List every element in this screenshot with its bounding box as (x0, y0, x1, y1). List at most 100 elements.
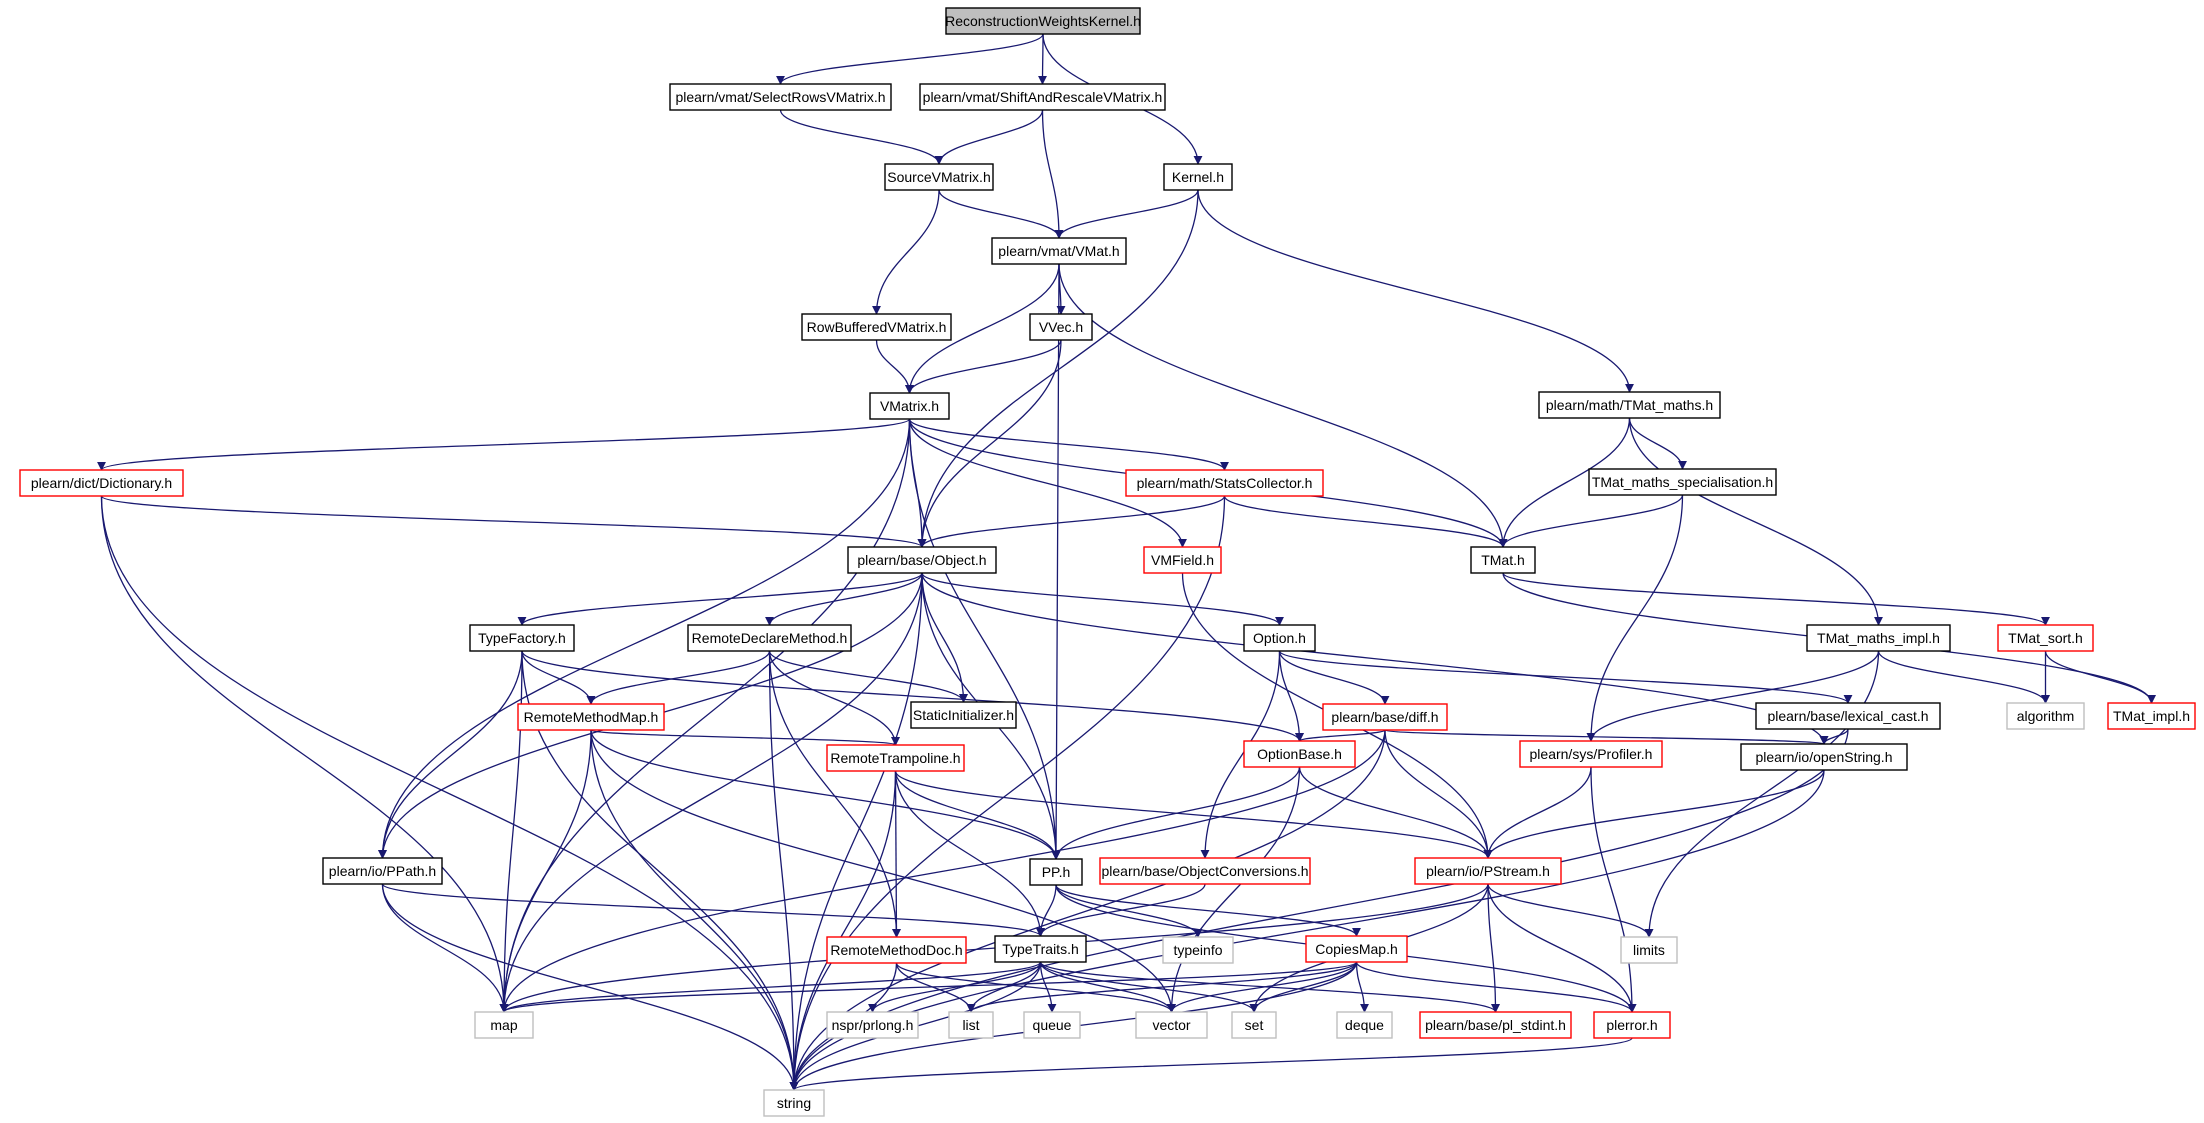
edge-typetraits-to-map (499, 961, 1042, 1013)
node-remotemethodmap-h[interactable]: RemoteMethodMap.h (517, 703, 665, 731)
node-box (919, 83, 1166, 111)
node-box (669, 83, 892, 111)
node-label: VVec.h (1039, 319, 1083, 335)
edge-trampoline-to-pstream (894, 770, 1493, 859)
node-box (1135, 1011, 1208, 1039)
edge-trampoline-to-methoddoc (891, 770, 901, 938)
node-label: deque (1345, 1017, 1384, 1033)
node-plearn-io-pstream-h[interactable]: plearn/io/PStream.h (1414, 857, 1562, 885)
node-plearn-base-pl-stdint-h[interactable]: plearn/base/pl_stdint.h (1419, 1011, 1572, 1039)
node-box (1143, 546, 1222, 574)
edge-object-to-typefactory (517, 572, 923, 626)
edge-vmath-to-vmatrix (905, 263, 1060, 394)
node-plearn-vmat-shiftandrescalevmatrix-h[interactable]: plearn/vmat/ShiftAndRescaleVMatrix.h (919, 83, 1166, 111)
edge-rowbuf-to-vmatrix (875, 339, 914, 394)
node-plearn-math-statscollector-h[interactable]: plearn/math/StatsCollector.h (1125, 469, 1324, 497)
node-kernel-h[interactable]: Kernel.h (1163, 163, 1233, 191)
node-label: queue (1033, 1017, 1072, 1033)
node-list: list (948, 1011, 994, 1039)
edge-vmatrix-to-vmfield (908, 418, 1187, 548)
edge-tmatmaths-to-tmatimpl (1628, 417, 1883, 626)
node-remotedeclaremethod-h[interactable]: RemoteDeclareMethod.h (687, 624, 852, 652)
edge-plerror-to-string (789, 1037, 1633, 1091)
node-remotetrampoline-h[interactable]: RemoteTrampoline.h (826, 744, 965, 772)
node-vmatrix-h[interactable]: VMatrix.h (869, 392, 950, 420)
node-plearn-vmat-selectrowsvmatrix-h[interactable]: plearn/vmat/SelectRowsVMatrix.h (669, 83, 892, 111)
node-box (1336, 1011, 1393, 1039)
node-tmat-impl-h[interactable]: TMat_impl.h (2107, 702, 2196, 730)
node-plearn-base-object-h[interactable]: plearn/base/Object.h (847, 546, 997, 574)
node-rowbufferedvmatrix-h[interactable]: RowBufferedVMatrix.h (801, 313, 952, 341)
node-plearn-base-lexical-cast-h[interactable]: plearn/base/lexical_cast.h (1755, 702, 1941, 730)
edge-remotemethodmap-to-trampoline (590, 729, 900, 746)
node-plearn-sys-profiler-h[interactable]: plearn/sys/Profiler.h (1519, 740, 1663, 768)
edge-diff-to-map (499, 729, 1386, 1013)
node-label: nspr/prlong.h (832, 1017, 914, 1033)
node-label: plearn/vmat/VMat.h (998, 243, 1119, 259)
edge-typetraits-to-vector (1039, 961, 1176, 1013)
node-label: TypeFactory.h (478, 630, 566, 646)
node-box (1740, 743, 1908, 771)
node-tmat-h[interactable]: TMat.h (1470, 546, 1536, 574)
node-nspr-prlong-h: nspr/prlong.h (826, 1011, 919, 1039)
edge-vmatrix-to-pp (908, 418, 1061, 860)
edge-dictionary-to-object (100, 495, 927, 548)
node-map: map (474, 1011, 534, 1039)
edge-tmatmaths-to-tmatspec (1628, 417, 1687, 470)
edge-source-to-vmath (938, 189, 1064, 239)
node-label: Kernel.h (1172, 169, 1224, 185)
node-vmfield-h[interactable]: VMField.h (1143, 546, 1222, 574)
node-vvec-h[interactable]: VVec.h (1029, 313, 1093, 341)
edge-tmatspec-to-tmat (1498, 494, 1684, 548)
edge-stats-to-object (917, 495, 1226, 548)
node-label: VMField.h (1151, 552, 1214, 568)
node-tmat-maths-specialisation-h[interactable]: TMat_maths_specialisation.h (1588, 468, 1777, 496)
node-plearn-base-objectconversions-h[interactable]: plearn/base/ObjectConversions.h (1099, 857, 1311, 885)
node-tmat-maths-impl-h[interactable]: TMat_maths_impl.h (1806, 624, 1951, 652)
node-label: RemoteDeclareMethod.h (692, 630, 848, 646)
edge-remotedeclare-to-remotemethodmap (586, 650, 771, 705)
edge-optionbase-to-pp (1051, 766, 1301, 860)
node-plearn-vmat-vmat-h[interactable]: plearn/vmat/VMat.h (991, 237, 1127, 265)
node-plearn-base-diff-h[interactable]: plearn/base/diff.h (1322, 703, 1448, 731)
edge-pstream-to-plstdint (1487, 883, 1500, 1013)
edge-kernel-to-object (917, 189, 1199, 548)
edge-optionbase-to-vector (1167, 766, 1301, 1013)
edge-remotemethodmap-to-vector (590, 729, 1176, 1013)
node-optionbase-h[interactable]: OptionBase.h (1243, 740, 1356, 768)
edge-remotedeclare-to-staticinit (768, 650, 968, 703)
edge-trampoline-to-typetraits (894, 770, 1045, 937)
node-label: plearn/vmat/ShiftAndRescaleVMatrix.h (923, 89, 1163, 105)
node-box (1593, 1011, 1671, 1039)
node-label: VMatrix.h (880, 398, 939, 414)
node-plearn-math-tmat-maths-h[interactable]: plearn/math/TMat_maths.h (1538, 391, 1721, 419)
node-typetraits-h[interactable]: TypeTraits.h (994, 935, 1087, 963)
node-typefactory-h[interactable]: TypeFactory.h (469, 624, 575, 652)
node-label: plearn/io/openString.h (1756, 749, 1893, 765)
node-plearn-io-ppath-h[interactable]: plearn/io/PPath.h (322, 857, 443, 885)
node-option-h[interactable]: Option.h (1243, 624, 1316, 652)
edge-pstream-to-plerror (1487, 883, 1637, 1013)
node-plerror-h[interactable]: plerror.h (1593, 1011, 1671, 1039)
node-label: RemoteMethodDoc.h (830, 942, 962, 958)
edge-pp-to-copiesmap (1055, 884, 1361, 937)
node-sourcevmatrix-h[interactable]: SourceVMatrix.h (884, 163, 994, 191)
node-label: limits (1633, 942, 1665, 958)
node-pp-h[interactable]: PP.h (1029, 858, 1083, 886)
edge-vmatrix-to-map (499, 418, 911, 1013)
node-box (1322, 703, 1448, 731)
node-plearn-dict-dictionary-h[interactable]: plearn/dict/Dictionary.h (19, 469, 184, 497)
edge-shift-to-vmath (1041, 109, 1064, 239)
node-label: TMat_sort.h (2008, 630, 2083, 646)
node-plearn-io-openstring-h[interactable]: plearn/io/openString.h (1740, 743, 1908, 771)
node-reconstructionweightskernel-h[interactable]: ReconstructionWeightsKernel.h (945, 7, 1141, 35)
node-copiesmap-h[interactable]: CopiesMap.h (1305, 935, 1408, 963)
node-staticinitializer-h[interactable]: StaticInitializer.h (910, 701, 1017, 729)
node-tmat-sort-h[interactable]: TMat_sort.h (1997, 624, 2094, 652)
edge-option-to-lexical (1278, 650, 1853, 704)
node-label: plearn/io/PStream.h (1426, 863, 1550, 879)
node-remotemethoddoc-h[interactable]: RemoteMethodDoc.h (826, 936, 967, 964)
node-box (1023, 1011, 1081, 1039)
node-box (1243, 740, 1356, 768)
node-box (1305, 935, 1408, 963)
